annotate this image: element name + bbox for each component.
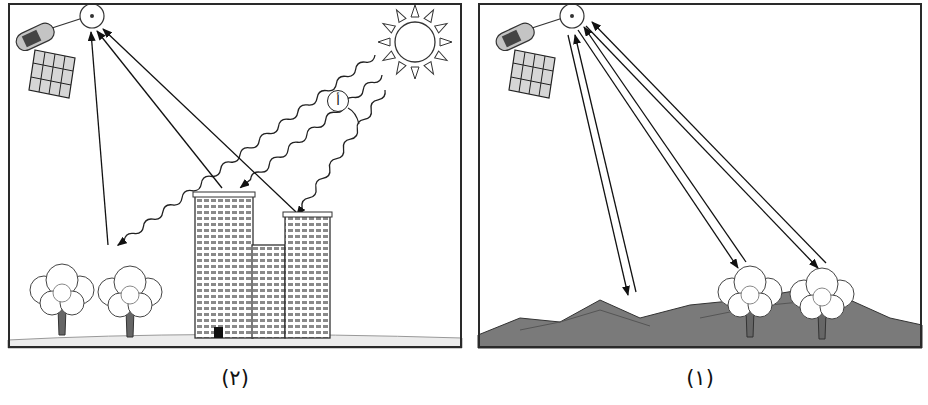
tree	[98, 266, 162, 337]
satellite	[493, 4, 584, 98]
sun	[378, 5, 452, 79]
panel-number: (٢)	[10, 366, 460, 390]
radar-pulses	[568, 22, 826, 295]
buildings	[193, 192, 332, 338]
tree	[790, 268, 854, 339]
tree	[30, 264, 94, 335]
panel-number: (١)	[480, 366, 920, 390]
passive-scene	[8, 4, 462, 348]
tree	[718, 266, 782, 337]
reflected-rays	[91, 29, 296, 245]
satellite	[13, 4, 104, 98]
active-scene	[478, 4, 922, 348]
scene-panel: (١)	[478, 3, 922, 348]
callout-letter: أ	[327, 90, 349, 112]
mountains	[478, 290, 922, 348]
scene-panel: (٢)	[8, 3, 462, 348]
callout-leader	[348, 108, 359, 124]
